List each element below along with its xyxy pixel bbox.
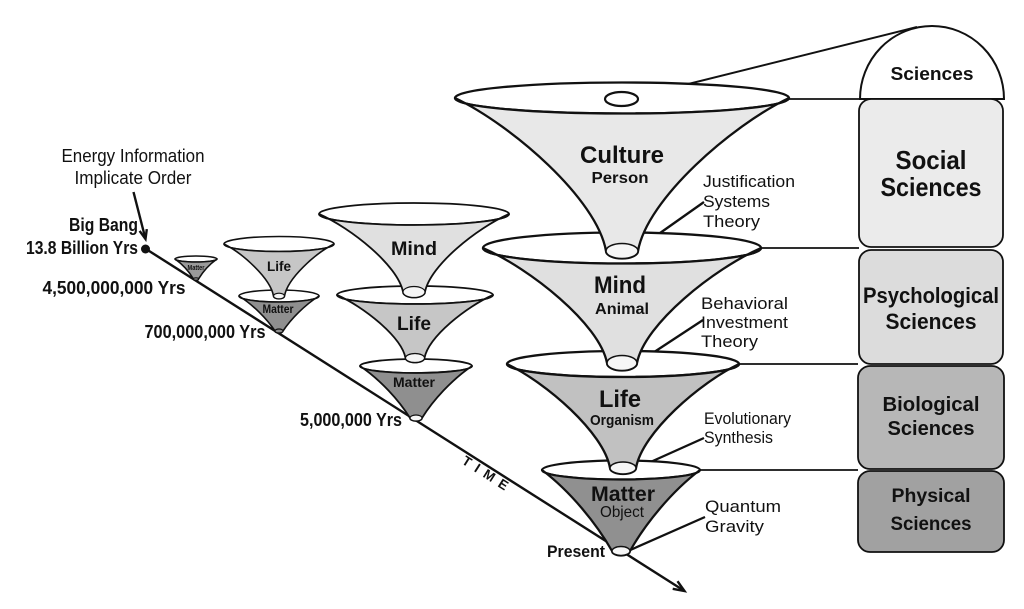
- svg-text:Implicate Order: Implicate Order: [75, 168, 192, 188]
- svg-text:Theory: Theory: [703, 213, 761, 231]
- svg-text:Behavioral: Behavioral: [701, 295, 788, 313]
- svg-text:Energy Information: Energy Information: [62, 146, 205, 166]
- svg-text:Gravity: Gravity: [705, 518, 765, 536]
- svg-text:Matter: Matter: [263, 302, 294, 316]
- svg-text:Object: Object: [600, 504, 645, 521]
- svg-text:Mind: Mind: [594, 272, 646, 299]
- svg-text:Life: Life: [599, 386, 641, 413]
- svg-text:Justification: Justification: [703, 173, 795, 191]
- svg-text:Life: Life: [397, 314, 431, 335]
- svg-text:Systems: Systems: [703, 193, 770, 211]
- svg-text:Matter: Matter: [393, 374, 436, 390]
- svg-text:Evolutionary: Evolutionary: [704, 410, 792, 428]
- svg-text:Animal: Animal: [595, 301, 649, 318]
- svg-text:Quantum: Quantum: [705, 498, 781, 516]
- svg-text:Theory: Theory: [701, 333, 759, 351]
- svg-text:Life: Life: [267, 258, 291, 274]
- svg-text:700,000,000 Yrs: 700,000,000 Yrs: [145, 321, 266, 342]
- svg-text:Big Bang: Big Bang: [69, 215, 138, 235]
- svg-text:Social: Social: [896, 145, 967, 175]
- svg-text:Matter: Matter: [591, 483, 655, 506]
- svg-text:4,500,000,000 Yrs: 4,500,000,000 Yrs: [43, 277, 186, 298]
- svg-text:13.8 Billion Yrs: 13.8 Billion Yrs: [26, 238, 138, 258]
- svg-text:Physical: Physical: [892, 485, 971, 507]
- svg-text:Biological: Biological: [883, 393, 980, 416]
- svg-text:5,000,000 Yrs: 5,000,000 Yrs: [300, 409, 402, 430]
- svg-text:Sciences: Sciences: [891, 513, 972, 535]
- svg-text:Mind: Mind: [391, 239, 437, 260]
- svg-text:Culture: Culture: [580, 142, 664, 169]
- svg-text:Organism: Organism: [590, 412, 654, 429]
- svg-text:Investment: Investment: [701, 314, 788, 332]
- svg-text:Person: Person: [592, 170, 649, 187]
- svg-text:Synthesis: Synthesis: [704, 429, 773, 447]
- svg-text:Matter: Matter: [188, 265, 205, 272]
- svg-text:Present: Present: [547, 542, 605, 561]
- svg-text:Sciences: Sciences: [881, 172, 982, 202]
- svg-text:Sciences: Sciences: [891, 63, 974, 84]
- svg-text:Sciences: Sciences: [888, 417, 975, 440]
- svg-text:Psychological: Psychological: [863, 283, 999, 308]
- svg-text:Sciences: Sciences: [886, 309, 977, 334]
